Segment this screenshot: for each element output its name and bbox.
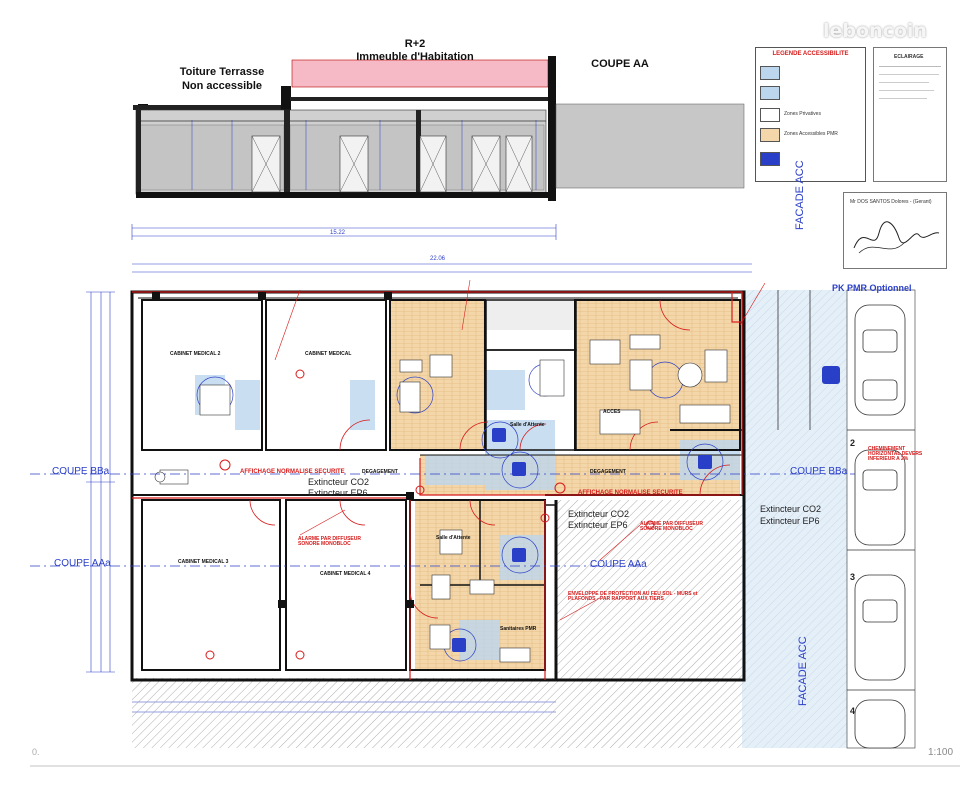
room-degagement: DEGAGEMENT <box>362 469 398 475</box>
note-extincteur-1b: Extincteur EP6 <box>308 488 368 498</box>
dimension-total-plan: 22.06 <box>430 256 446 262</box>
room-degagement-2: DEGAGEMENT <box>590 469 626 475</box>
room-cabinet-3: CABINET MEDICAL 3 <box>178 559 229 565</box>
plan-door-swings <box>249 299 731 619</box>
svg-text:2: 2 <box>850 438 855 448</box>
parking-pmr-label: PK PMR Optionnel <box>832 283 912 293</box>
room-cabinet-4: CABINET MEDICAL 4 <box>320 571 371 577</box>
legend-swatch-blue-2 <box>760 86 780 100</box>
note-alarme-1: ALARME PAR DIFFUSEUR SONORE MONOBLOC <box>298 536 361 547</box>
building-label-line2: Immeuble d'Habitation <box>356 51 474 63</box>
owner-name: Mr DOS SANTOS Dolores - (Gerant) <box>850 199 932 205</box>
section-aaa-center: COUPE AAa <box>590 559 647 570</box>
plan-walls <box>130 290 746 682</box>
section-aaa-left: COUPE AAa <box>54 558 111 569</box>
note-affichage-2: AFFICHAGE NORMALISE SECURITE <box>578 490 683 496</box>
section-bba-left: COUPE BBa <box>52 466 110 477</box>
footer-left-mark: 0. <box>32 747 40 757</box>
plan-section-lines <box>30 473 860 567</box>
facade-acc-top: FACADE ACC <box>794 160 806 230</box>
lighting-legend-title: ECLAIRAGE <box>894 54 924 60</box>
legend-swatch-private <box>760 108 780 122</box>
legend-swatch-blue <box>760 66 780 80</box>
signature-scribble <box>853 221 940 254</box>
room-sanitaires: Sanitaires PMR <box>500 626 537 632</box>
note-alarme-2: ALARME PAR DIFFUSEUR SONORE MONOBLOC <box>640 521 703 532</box>
elevation-section <box>131 56 745 240</box>
note-affichage-1: AFFICHAGE NORMALISE SECURITE <box>240 469 345 475</box>
facade-acc-bottom: FACADE ACC <box>797 636 809 706</box>
watermark-logo: leboncoin <box>823 20 927 42</box>
note-enveloppe: ENVELOPPE DE PROTECTION AU FEU SOL - MUR… <box>568 591 698 602</box>
note-extincteur-1a: Extincteur CO2 <box>308 477 370 487</box>
parking-numbers: 2 3 4 <box>850 438 855 716</box>
plan-red-markers <box>205 369 655 660</box>
svg-text:3: 3 <box>850 572 855 582</box>
lighting-legend-line <box>879 66 941 67</box>
lighting-legend: ECLAIRAGE <box>873 47 947 182</box>
room-cabinet-2: CABINET MEDICAL 2 <box>170 351 221 357</box>
room-attente-1: Salle d'Attente <box>510 422 545 428</box>
room-attente-2: Salle d'Attente <box>436 535 471 541</box>
room-cabinet-1: CABINET MEDICAL <box>305 351 352 357</box>
legend-swatch-pmr <box>760 128 780 142</box>
dimension-total-top: 15.22 <box>330 230 346 236</box>
note-extincteur-2a: Extincteur CO2 <box>568 509 630 519</box>
lighting-legend-line <box>879 98 927 99</box>
lighting-legend-line <box>879 82 929 83</box>
note-extincteur-3a: Extincteur CO2 <box>760 504 822 514</box>
plan-red-leaders <box>274 279 766 621</box>
legend-item-pmr: Zones Accessibles PMR <box>784 131 838 137</box>
room-acces: ACCES <box>603 409 621 415</box>
roof-label-line2: Non accessible <box>181 80 263 92</box>
note-cheminement: CHEMINEMENT HORIZONTAL DEVERS INFERIEUR … <box>868 446 923 462</box>
footer-scale: 1:100 <box>928 747 954 758</box>
note-extincteur-3b: Extincteur EP6 <box>760 516 820 526</box>
plan-columns <box>152 292 414 608</box>
legend-item-private: Zones Privatives <box>784 111 821 117</box>
roof-label-line1: Toiture Terrasse <box>179 66 265 78</box>
building-label-line1: R+2 <box>404 38 426 50</box>
legend-title: LEGENDE ACCESSIBILITE <box>772 51 849 57</box>
note-extincteur-2b: Extincteur EP6 <box>568 520 628 530</box>
signature-block: Mr DOS SANTOS Dolores - (Gerant) <box>843 192 947 269</box>
parking-spaces <box>777 290 915 749</box>
accessibility-legend: LEGENDE ACCESSIBILITE Zones Privatives Z… <box>755 47 866 182</box>
legend-swatch-wheelchair <box>760 152 780 166</box>
svg-text:4: 4 <box>850 706 855 716</box>
section-title: COUPE AA <box>591 58 649 70</box>
lighting-legend-line <box>879 74 939 75</box>
plan-furniture <box>154 334 731 663</box>
section-bba-right: COUPE BBa <box>790 466 848 477</box>
lighting-legend-line <box>879 90 934 91</box>
